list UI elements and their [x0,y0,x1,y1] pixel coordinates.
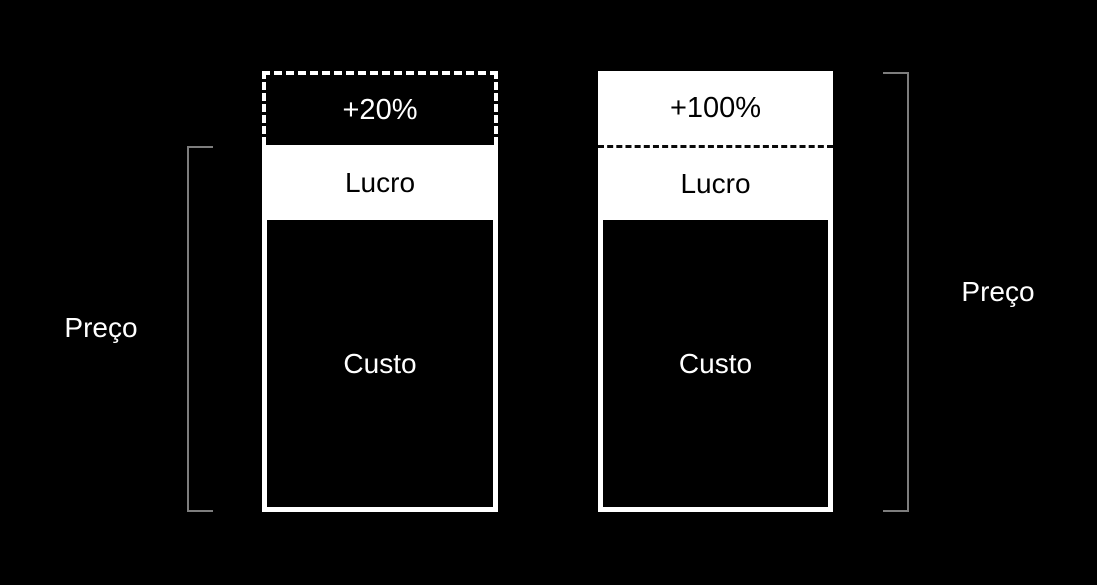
right-price-label: Preço [961,276,1035,307]
right-bar-old-price-dashed-line [598,145,833,148]
right-bar-price-increase-section: +100% [598,71,833,145]
left-bar-cost-section: Custo [267,220,493,507]
left-bar-profit-label: Lucro [344,166,416,198]
left-price-bracket [187,146,213,512]
left-bar: Lucro Custo [262,145,498,512]
left-bar-increase-label: +20% [342,93,418,126]
left-bar-cost-label: Custo [343,347,417,379]
right-bar: +100% Lucro Custo [598,71,833,512]
left-bar-price-increase-box: +20% [262,71,498,145]
right-price-bracket [883,72,909,512]
right-bar-cost-section: Custo [603,220,828,507]
right-bar-profit-section: Lucro [598,148,833,220]
left-bar-profit-section: Lucro [262,145,498,220]
right-bar-profit-label: Lucro [680,168,751,199]
right-bar-increase-label: +100% [669,91,762,124]
left-price-label: Preço [64,312,138,343]
right-bar-cost-label: Custo [678,347,753,379]
